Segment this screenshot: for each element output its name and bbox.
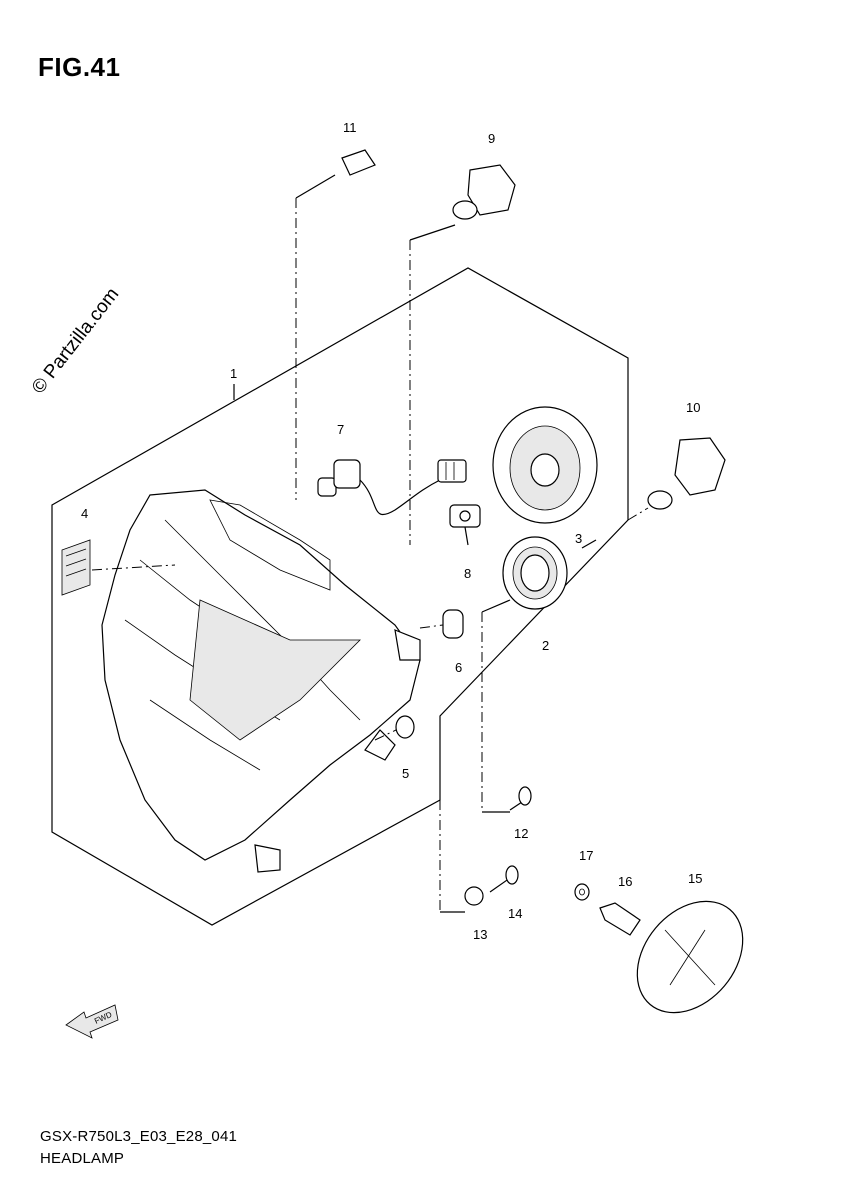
callout-16: 16 <box>618 874 632 889</box>
part-13-nut <box>464 886 484 906</box>
part-5-grommet <box>374 715 415 741</box>
callout-3: 3 <box>575 531 582 546</box>
callout-12: 12 <box>514 826 528 841</box>
callout-7: 7 <box>337 422 344 437</box>
part-4-sticker <box>61 539 176 596</box>
part-3-reflector <box>492 406 598 524</box>
callout-14: 14 <box>508 906 522 921</box>
headlamp-housing <box>101 489 421 873</box>
callout-2: 2 <box>542 638 549 653</box>
callout-6: 6 <box>455 660 462 675</box>
callout-5: 5 <box>402 766 409 781</box>
part-12-screw <box>509 786 532 811</box>
part-7-socket <box>317 459 467 516</box>
part-17-washer <box>574 883 590 901</box>
callout-13: 13 <box>473 927 487 942</box>
part-9-bulb <box>409 164 516 241</box>
callout-10: 10 <box>686 400 700 415</box>
assembly-outline <box>51 267 629 926</box>
callout-15: 15 <box>688 871 702 886</box>
fwd-arrow-icon: FWD <box>65 1004 119 1039</box>
part-2-seal <box>502 536 568 610</box>
part-14-screw <box>489 865 519 893</box>
part-16-stud <box>599 902 641 936</box>
part-11-bulb <box>295 149 376 199</box>
part-15-lens <box>636 900 744 1014</box>
callout-9: 9 <box>488 131 495 146</box>
callout-4: 4 <box>81 506 88 521</box>
model-code: GSX-R750L3_E03_E28_041 <box>40 1128 238 1145</box>
callout-1: 1 <box>230 366 237 381</box>
leader-2-tick <box>481 599 511 613</box>
callout-8: 8 <box>464 566 471 581</box>
callout-17: 17 <box>579 848 593 863</box>
part-10-bulb <box>627 437 726 521</box>
part-6-grommet <box>419 609 464 639</box>
part-name: HEADLAMP <box>40 1150 125 1167</box>
callout-11: 11 <box>343 120 357 135</box>
figure-title: FIG.41 <box>38 52 121 82</box>
part-8-connector <box>449 504 481 546</box>
